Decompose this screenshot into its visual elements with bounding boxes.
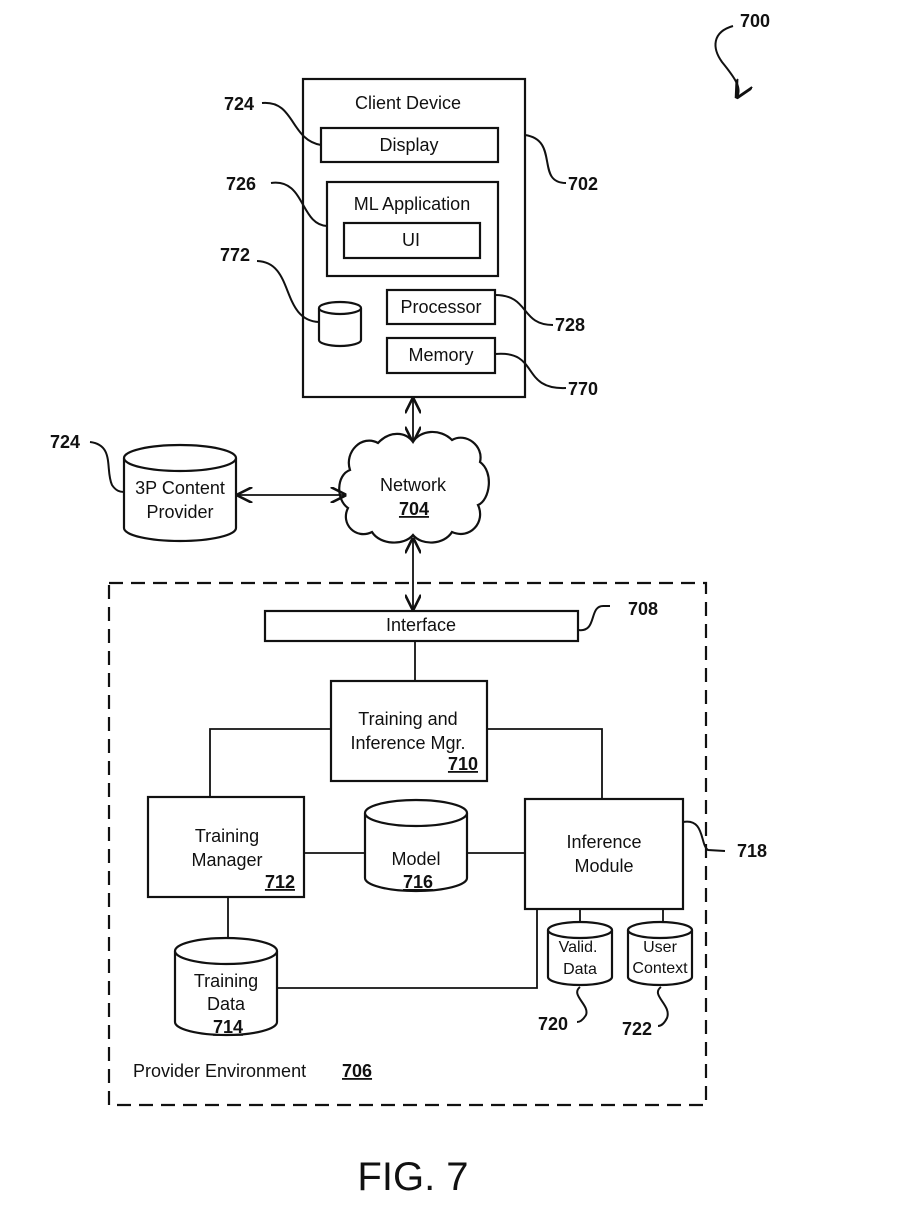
trainingdata-inference-connector (277, 909, 538, 989)
network-cloud: Network 704 (338, 430, 490, 544)
valid-data-label-1: Valid. (559, 939, 598, 956)
mgr-inference-connector (487, 728, 603, 799)
ui-box (342, 221, 482, 260)
storage-leader (256, 260, 320, 323)
training-manager-ref: 712 (265, 872, 295, 892)
model-label: Model (391, 849, 440, 869)
display-box (319, 126, 500, 164)
inference-module-label-2: Module (574, 856, 633, 876)
figure-ref-number: 700 (740, 11, 770, 31)
figure-ref-arrow (714, 25, 739, 97)
client-device: Client Device Display ML Application UI … (220, 77, 598, 399)
provider-environment-boundary (107, 581, 708, 1107)
provider-environment: Provider Environment 706 Interface 708 T… (107, 581, 767, 1107)
client-device-title: Client Device (355, 93, 461, 113)
training-inference-mgr-label-2: Inference Mgr. (350, 733, 465, 753)
inference-module-ref: 718 (737, 841, 767, 861)
valid-data-cylinder (546, 920, 614, 987)
training-data-label-1: Training (194, 971, 258, 991)
ml-application-label: ML Application (354, 194, 470, 214)
ui-label: UI (402, 230, 420, 250)
inference-module-box (523, 797, 685, 911)
interface-label: Interface (386, 615, 456, 635)
ml-application-leader (270, 181, 328, 227)
processor-leader (494, 294, 554, 326)
user-context-leader (657, 986, 669, 1027)
valid-data-label-2: Data (563, 961, 597, 978)
figure-ref-700: 700 (714, 11, 770, 97)
display-ref: 724 (224, 94, 254, 114)
ml-application-ref: 726 (226, 174, 256, 194)
client-device-leader (524, 134, 567, 184)
training-manager-label-1: Training (195, 826, 259, 846)
mgr-training-connector (209, 728, 331, 797)
display-leader (261, 101, 322, 146)
content-provider-leader (89, 441, 125, 493)
user-context-ref: 722 (622, 1019, 652, 1039)
client-device-ref: 702 (568, 174, 598, 194)
processor-ref: 728 (555, 315, 585, 335)
interface-box (263, 609, 580, 643)
training-data-cylinder (173, 936, 279, 1037)
content-provider-label-1: 3P Content (135, 478, 225, 498)
display-label: Display (379, 135, 438, 155)
training-manager-label-2: Manager (191, 850, 262, 870)
processor-label: Processor (400, 297, 481, 317)
interface-ref: 708 (628, 599, 658, 619)
valid-data-ref: 720 (538, 1014, 568, 1034)
storage-ref: 772 (220, 245, 250, 265)
provider-environment-ref: 706 (342, 1061, 372, 1081)
local-storage-cylinder (317, 300, 363, 348)
inference-module-leader (682, 820, 726, 852)
training-manager-box (146, 795, 306, 899)
content-provider: 3P Content Provider 724 (50, 432, 238, 543)
content-provider-label-2: Provider (146, 502, 213, 522)
figure-label: FIG. 7 (357, 1155, 468, 1199)
model-cylinder (363, 798, 469, 893)
inference-module-label-1: Inference (566, 832, 641, 852)
content-provider-ref: 724 (50, 432, 80, 452)
training-inference-mgr-box (329, 679, 489, 783)
provider-environment-label: Provider Environment (133, 1061, 306, 1081)
model-ref: 716 (403, 872, 433, 892)
memory-label: Memory (408, 345, 473, 365)
training-inference-mgr-ref: 710 (448, 754, 478, 774)
valid-data-leader (576, 986, 588, 1023)
processor-box (385, 288, 497, 326)
network-ref: 704 (399, 499, 429, 519)
memory-ref: 770 (568, 379, 598, 399)
interface-leader (577, 604, 610, 632)
training-data-ref: 714 (213, 1017, 243, 1037)
memory-box (385, 336, 497, 375)
memory-leader (494, 352, 567, 390)
training-data-label-2: Data (207, 994, 246, 1014)
user-context-label-2: Context (632, 960, 688, 977)
user-context-cylinder (626, 920, 694, 987)
training-inference-mgr-label-1: Training and (358, 709, 457, 729)
network-label: Network (380, 475, 447, 495)
user-context-label-1: User (643, 939, 677, 956)
